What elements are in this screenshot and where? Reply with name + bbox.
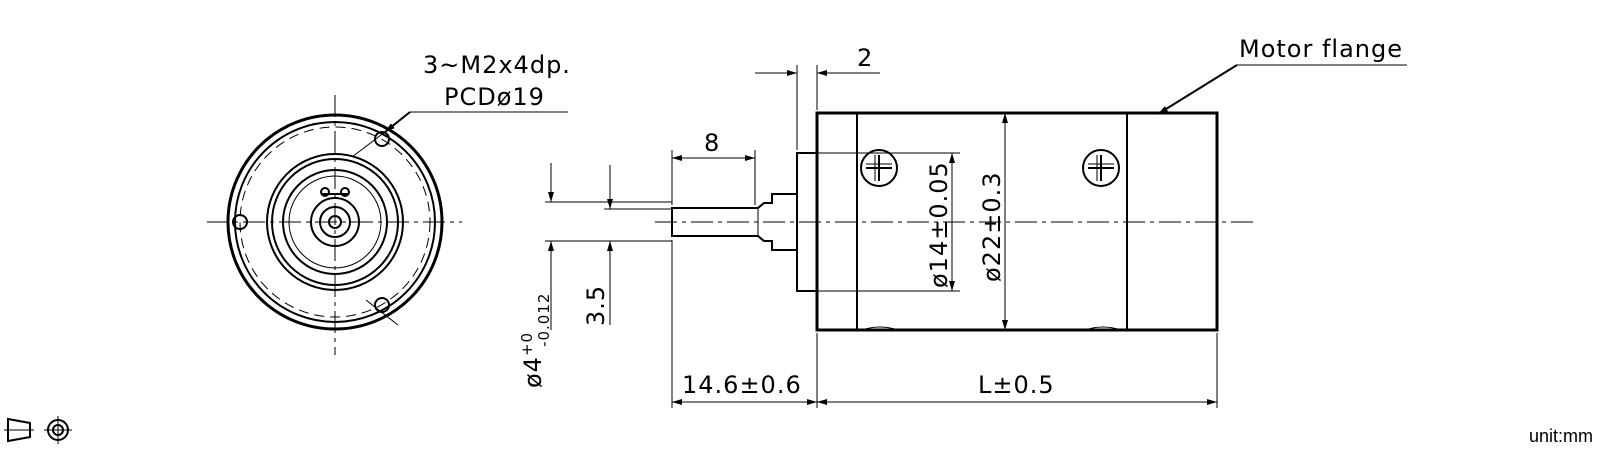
boss-inner-circle (288, 175, 382, 269)
screw-right (1082, 149, 1120, 187)
shaft-circle (319, 206, 351, 238)
flange-label: Motor flange (1239, 35, 1403, 63)
shaft-collar-circle (310, 197, 360, 247)
boss-outer-circle (282, 169, 388, 275)
dim-d14-label: ø14±0.05 (925, 161, 953, 288)
hole-spec-label: 3~M2x4dp. (423, 51, 571, 79)
flange-inner-circle (234, 121, 436, 323)
outer-flange-circle (226, 113, 444, 331)
dim-d4-tol-upper: +0 (518, 332, 536, 356)
mounting-hole-2 (232, 214, 248, 230)
pcd-label: PCDø19 (444, 83, 545, 111)
dim-d4-label: ø4+0-0.012 (518, 293, 553, 388)
first-angle-projection-icon (4, 416, 72, 444)
unit-label: unit:mm (1528, 426, 1593, 446)
pilot-outer-circle (266, 153, 404, 291)
pcd-circle (239, 126, 431, 318)
screw-left (860, 149, 898, 187)
hole-spec-leader-arrow (384, 111, 411, 133)
side-view: Motor flange 2 8 ø4+0-0.012 3.5 ø14±0.0 (518, 35, 1407, 408)
dim-d4-base: ø4 (519, 356, 547, 388)
terminal-left (320, 187, 330, 197)
dim-2-label: 2 (857, 44, 873, 72)
front-view: 3~M2x4dp. PCDø19 (207, 51, 571, 355)
flange-leader-arrow (1157, 64, 1238, 115)
dim-d22-label: ø22±0.3 (978, 172, 1006, 283)
terminal-right (340, 187, 350, 197)
dim-3-5-label: 3.5 (582, 285, 610, 326)
body-notch-left (861, 326, 899, 331)
hole-spec-leader-extension (351, 131, 386, 158)
dim-d4-tol-lower: -0.012 (535, 293, 553, 347)
dim-14-6-label: 14.6±0.6 (682, 371, 802, 399)
pilot-inner-circle (271, 158, 399, 286)
hole-3-centerline (365, 299, 399, 326)
body-notch-right (1084, 326, 1122, 331)
dim-l-label: L±0.5 (978, 371, 1055, 399)
motor-body (815, 111, 1219, 332)
dim-8-label: 8 (704, 129, 720, 157)
shaft-center-circle (328, 215, 342, 229)
